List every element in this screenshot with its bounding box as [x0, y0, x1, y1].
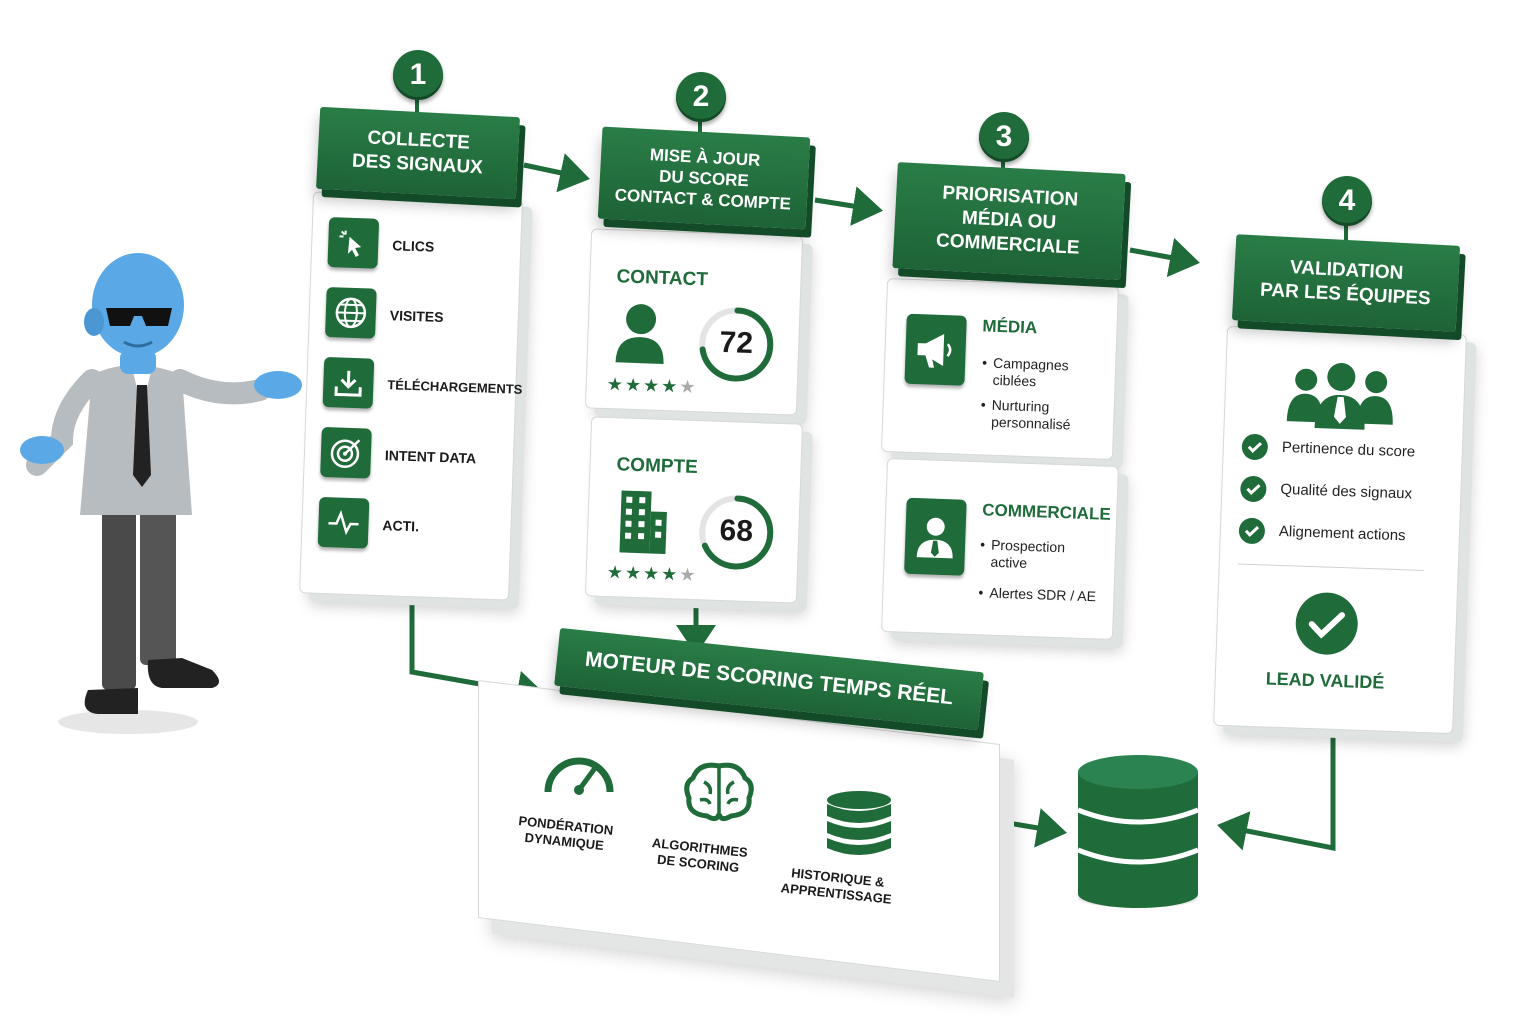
- check-label-2: Qualité des signaux: [1280, 480, 1413, 503]
- step-3-number: 3: [979, 112, 1029, 162]
- step-3-title-line-3: commerciale: [935, 230, 1081, 259]
- compte-star-2: ★: [624, 562, 644, 584]
- contact-star-4: ★: [660, 375, 680, 397]
- globe-icon: [325, 286, 377, 339]
- contact-score-card: Contact 72 ★★★★★: [584, 228, 804, 416]
- media-bullet-2: Nurturing personnalisé: [991, 397, 1102, 435]
- contact-stars: ★★★★★: [606, 374, 697, 398]
- step-4-pin: [1344, 224, 1348, 244]
- step-3-header: Priorisation média ou commerciale: [892, 162, 1126, 280]
- salesperson-icon: [904, 497, 967, 576]
- compte-stars: ★★★★★: [606, 562, 697, 586]
- contact-score-value: 72: [719, 325, 754, 361]
- compte-label: Compte: [616, 454, 699, 479]
- contact-score-ring: [699, 307, 774, 382]
- step-2-title-line-3: contact & compte: [614, 184, 792, 214]
- compte-star-1: ★: [606, 562, 626, 583]
- compte-score-card: Compte 68 ★★★★★: [584, 416, 804, 604]
- media-card: Média Campagnes ciblées Nurturing person…: [881, 278, 1119, 460]
- compte-star-5: ★: [678, 564, 698, 586]
- validation-card: Pertinence du score Qualité des signaux …: [1213, 325, 1467, 735]
- database-icon: [827, 791, 891, 855]
- lead-valide-label: Lead validé: [1265, 668, 1385, 693]
- step-1-header: Collecte des signaux: [315, 106, 521, 200]
- building-icon: [619, 490, 667, 555]
- brain-icon: [684, 762, 754, 822]
- mascot-figure: [20, 253, 302, 734]
- commerciale-label: Commerciale: [982, 500, 1112, 524]
- target-icon: [320, 426, 372, 479]
- signals-card: Clics Visites Téléchargements Intent dat…: [299, 191, 523, 601]
- media-label: Média: [982, 316, 1038, 338]
- contact-star-3: ★: [642, 375, 662, 396]
- compte-score-value: 68: [719, 513, 754, 549]
- arrow-step1-to-step2: [523, 153, 590, 193]
- step-4-header: Validation par les équipes: [1231, 234, 1461, 332]
- data-store-icon: [1077, 755, 1199, 908]
- contact-star-2: ★: [624, 374, 644, 396]
- compte-star-4: ★: [660, 563, 680, 585]
- signal-label-telechargements: Téléchargements: [387, 377, 523, 397]
- validation-divider: [1237, 563, 1424, 571]
- signal-label-visites: Visites: [389, 307, 444, 326]
- arrow-step3-to-step4: [1129, 237, 1200, 278]
- check-icon-2: [1239, 475, 1267, 503]
- signal-label-acti: Acti.: [382, 517, 420, 535]
- check-icon-3: [1238, 517, 1266, 545]
- step-4-title-line-2: par les équipes: [1259, 279, 1432, 310]
- commerciale-bullet-2: Alertes SDR / AE: [989, 585, 1110, 606]
- arrow-engine-db-bidirectional: [974, 798, 1067, 848]
- media-bullet-1: Campagnes ciblées: [992, 355, 1103, 393]
- arrow-step2-to-step3: [814, 186, 883, 226]
- step-2-number: 2: [676, 72, 726, 122]
- step-1-pin: [415, 100, 419, 120]
- download-icon: [322, 356, 375, 409]
- signal-label-intent-data: Intent data: [384, 447, 477, 467]
- contact-star-1: ★: [606, 374, 626, 395]
- check-icon-1: [1241, 433, 1269, 461]
- user-silhouette-icon: [615, 304, 664, 364]
- contact-star-5: ★: [678, 376, 698, 398]
- compte-score-ring: [699, 495, 774, 570]
- step-4-number: 4: [1322, 176, 1372, 226]
- commerciale-bullet-1: Prospection active: [990, 537, 1091, 574]
- compte-star-3: ★: [642, 563, 662, 584]
- cursor-click-icon: [327, 217, 380, 269]
- signal-label-clics: Clics: [391, 237, 435, 255]
- step-2-header: Mise à jour du score contact & compte: [597, 126, 811, 230]
- activity-pulse-icon: [317, 496, 370, 549]
- validated-check-icon: [1295, 592, 1358, 655]
- arrow-signals-to-engine: [409, 590, 547, 711]
- check-label-1: Pertinence du score: [1281, 438, 1416, 461]
- team-icon: [1286, 362, 1393, 430]
- gauge-icon: [544, 757, 614, 795]
- contact-label: Contact: [616, 266, 709, 291]
- megaphone-icon: [904, 313, 967, 386]
- step-1-number: 1: [393, 50, 443, 100]
- check-label-3: Alignement actions: [1278, 522, 1406, 545]
- arrow-validation-to-db: [1217, 722, 1336, 852]
- commerciale-card: Commerciale Prospection active Alertes S…: [881, 458, 1119, 640]
